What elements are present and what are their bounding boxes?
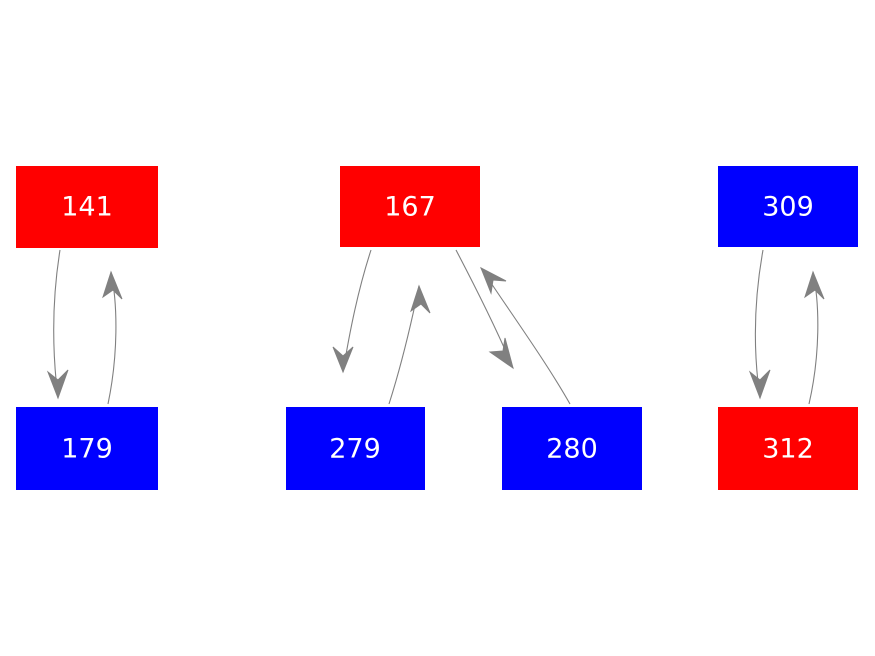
node-box[interactable] — [16, 407, 158, 490]
edge-line — [53, 249, 61, 399]
node-box[interactable] — [16, 166, 158, 248]
graph-node[interactable]: 280 — [502, 407, 642, 490]
arrowhead-icon — [102, 270, 123, 300]
edges-layer — [46, 249, 825, 405]
graph-node[interactable]: 309 — [718, 166, 858, 247]
arrowhead-icon — [480, 266, 507, 295]
node-box[interactable] — [718, 166, 858, 247]
graph-edge — [480, 266, 571, 405]
arrowhead-icon — [46, 369, 69, 400]
node-box[interactable] — [286, 407, 425, 490]
graph-node[interactable]: 141 — [16, 166, 158, 248]
node-box[interactable] — [340, 166, 480, 247]
node-box[interactable] — [502, 407, 642, 490]
edge-line — [480, 267, 571, 405]
graph-node[interactable]: 167 — [340, 166, 480, 247]
graph-edge — [332, 249, 372, 374]
arrowhead-icon — [332, 346, 354, 374]
arrowhead-icon — [410, 284, 431, 314]
graph-edge — [748, 249, 771, 400]
graph-node[interactable]: 312 — [718, 407, 858, 490]
arrowhead-icon — [748, 369, 771, 400]
graph-node[interactable]: 279 — [286, 407, 425, 490]
node-box[interactable] — [718, 407, 858, 490]
graph-edge — [455, 249, 514, 370]
graph-edge — [388, 284, 431, 405]
graph-edge — [804, 270, 825, 405]
edge-line — [754, 249, 764, 399]
arrowhead-icon — [804, 270, 825, 300]
graph-node[interactable]: 179 — [16, 407, 158, 490]
graph-edge — [46, 249, 69, 400]
graph-edge — [102, 270, 123, 405]
nodes-layer: 141 179 167 279 280 309 312 — [16, 166, 858, 490]
arrowhead-icon — [488, 337, 514, 370]
